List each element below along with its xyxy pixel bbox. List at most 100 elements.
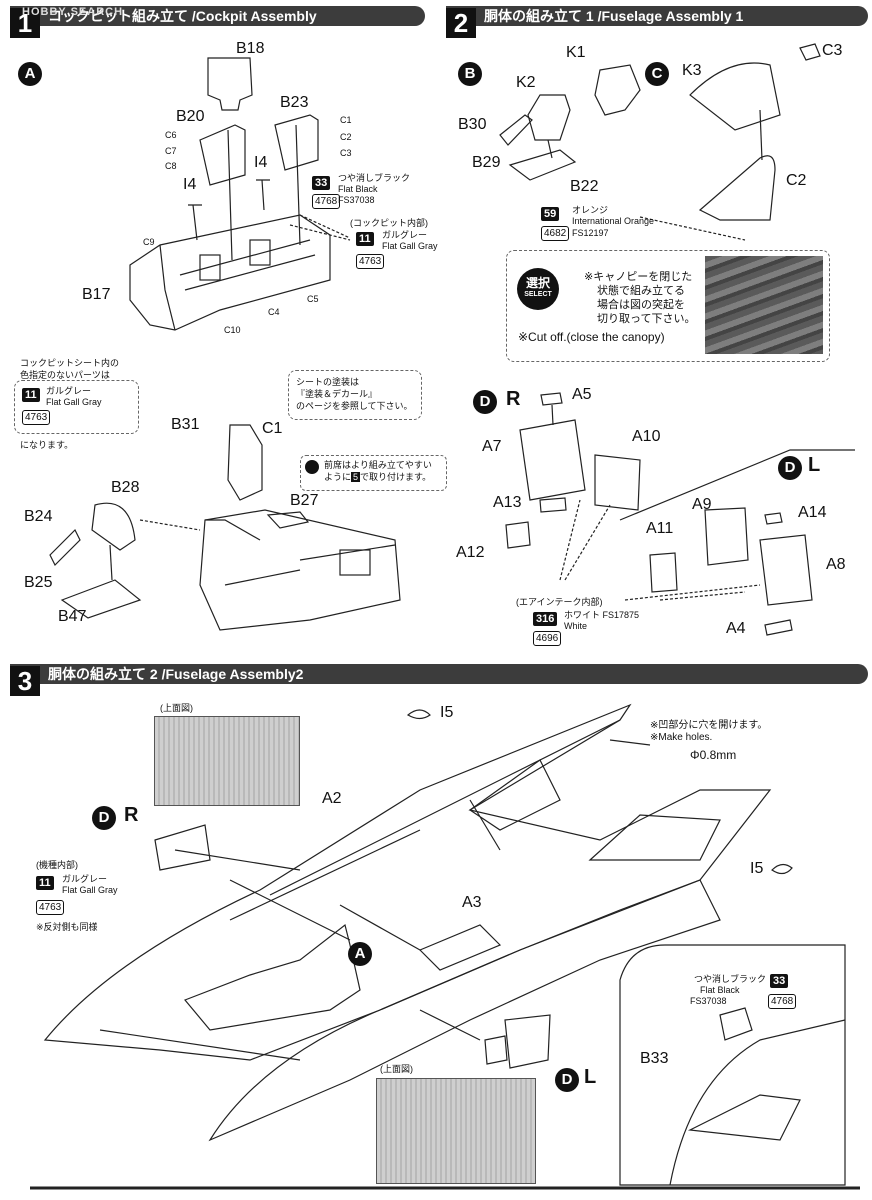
part-a14: A14: [798, 504, 827, 521]
step3-number: 3: [10, 666, 40, 696]
paint-b33-code: 4768: [768, 994, 797, 1009]
select-note-l4: 切り取って下さい。: [597, 313, 696, 325]
part-c5: C5: [307, 294, 319, 304]
step2-side-r: R: [506, 388, 521, 410]
part-a7: A7: [482, 438, 502, 455]
part-c9: C9: [143, 237, 155, 247]
watermark: HOBBY SEARCH: [22, 6, 124, 18]
step2-subassembly-b: B: [458, 62, 482, 86]
select-note-l2: 状態で組み立てる: [597, 285, 685, 297]
part-b33: B33: [640, 1050, 669, 1067]
select-note-l3: 場合は図の突起を: [597, 299, 685, 311]
top-view-detail: [154, 716, 300, 806]
step2-subassembly-d: D: [473, 390, 497, 414]
part-c1-seat: C1: [262, 420, 283, 437]
paint-b33-ja: つや消しブラック: [694, 974, 767, 984]
part-c6: C6: [165, 130, 177, 140]
part-k1: K1: [566, 44, 586, 61]
step1-header-bar: [10, 6, 425, 26]
paint-316-ja: ホワイト FS17875: [564, 610, 639, 620]
part-c4: C4: [268, 307, 280, 317]
select-badge-ja: 選択: [525, 276, 550, 290]
part-b28: B28: [111, 479, 140, 496]
part-b23: B23: [280, 94, 309, 111]
step3-side-r: R: [124, 804, 139, 826]
select-badge-en: SELECT: [524, 291, 552, 298]
part-i5-right: I5: [750, 860, 764, 877]
paint-11-label: (コックピット内部): [350, 218, 428, 228]
part-b22: B22: [570, 178, 599, 195]
part-c10: C10: [224, 325, 241, 335]
part-a12: A12: [456, 544, 485, 561]
step1-title: コックピット組み立て /Cockpit Assembly: [48, 8, 317, 24]
seat-paint-ref-l1: シートの塗装は: [296, 377, 360, 387]
seat-note-paint-code: 4763: [22, 410, 51, 425]
part-c8: C8: [165, 161, 177, 171]
paint-59-code: 4682: [541, 226, 570, 241]
paint-33-number: 33: [312, 176, 331, 190]
paint-59-fs: FS12197: [572, 228, 609, 238]
part-c3-step2: C3: [822, 42, 843, 59]
paint-interior-number: 11: [36, 876, 54, 890]
step3-subassembly-a: A: [348, 942, 372, 966]
seat-note-paint-en: Flat Gall Gray: [46, 397, 102, 407]
select-note-en: ※Cut off.(close the canopy): [518, 330, 665, 344]
step1-number: 1: [10, 8, 40, 38]
seat-note-paint-ja: ガルグレー: [46, 386, 92, 396]
paint-interior-ja: ガルグレー: [62, 874, 108, 884]
paint-11-number: 11: [356, 232, 374, 246]
part-c2: C2: [340, 132, 352, 142]
step2-header-bar: [446, 6, 868, 26]
step3-side-l: L: [584, 1066, 597, 1088]
paint-316-label: (エアインテーク内部): [516, 597, 603, 607]
paint-interior-en: Flat Gall Gray: [62, 885, 118, 895]
step2-title: 胴体の組み立て 1 /Fuselage Assembly 1: [484, 8, 744, 24]
part-b17: B17: [82, 286, 111, 303]
paint-316-code: 4696: [533, 631, 562, 646]
part-c1: C1: [340, 115, 352, 125]
paint-11-en: Flat Gall Gray: [382, 241, 438, 251]
paint-59-en: International Orange: [572, 216, 655, 226]
part-c3: C3: [340, 148, 352, 158]
top-view-detail-2: [376, 1078, 536, 1184]
part-b18: B18: [236, 40, 265, 57]
seat-paint-ref-l3: のページを参照して下さい。: [296, 401, 413, 411]
seat-note-line2: 色指定のないパーツは: [20, 370, 110, 380]
front-seat-note-box: [300, 455, 447, 491]
paint-316-number: 316: [533, 612, 558, 626]
front-seat-note-step: 5: [351, 472, 361, 482]
seat-note-end: になります。: [20, 440, 74, 450]
part-a8: A8: [826, 556, 846, 573]
part-a11: A11: [646, 520, 674, 537]
holes-note-size: Φ0.8mm: [690, 748, 737, 762]
part-a2: A2: [322, 790, 342, 807]
holes-note-ja: ※凹部分に穴を開けます。: [650, 720, 768, 731]
seat-note-line1: コックピットシート内の: [20, 358, 120, 368]
part-k3: K3: [682, 62, 702, 79]
part-a4: A4: [726, 620, 746, 637]
step2-subassembly-d-left: D: [778, 456, 802, 480]
top-view-label: (上面図): [160, 703, 193, 713]
step2-subassembly-c: C: [645, 62, 669, 86]
paint-33-fs: FS37038: [338, 195, 375, 205]
part-b29: B29: [472, 154, 501, 171]
part-i4-left: I4: [183, 176, 197, 193]
holes-note-en: ※Make holes.: [650, 732, 713, 743]
step1-subassembly-a: A: [18, 62, 42, 86]
paint-b33-fs: FS37038: [690, 996, 727, 1006]
part-b47: B47: [58, 608, 87, 625]
front-seat-note-l3: で取り付けます。: [360, 472, 432, 482]
paint-interior-code: 4763: [36, 900, 65, 915]
canopy-reference-photo: [705, 256, 823, 354]
paint-33-en: Flat Black: [338, 184, 378, 194]
part-a9: A9: [692, 496, 712, 513]
part-a5: A5: [572, 386, 592, 403]
paint-interior-label: (機種内部): [36, 860, 78, 870]
step3-header-bar: [10, 664, 868, 684]
paint-33-ja: つや消しブラック: [338, 173, 411, 183]
seat-paint-ref-box: [288, 370, 422, 420]
paint-316-fs: FS17875: [602, 610, 640, 620]
select-badge: 選択 SELECT: [517, 268, 559, 310]
part-b30: B30: [458, 116, 487, 133]
